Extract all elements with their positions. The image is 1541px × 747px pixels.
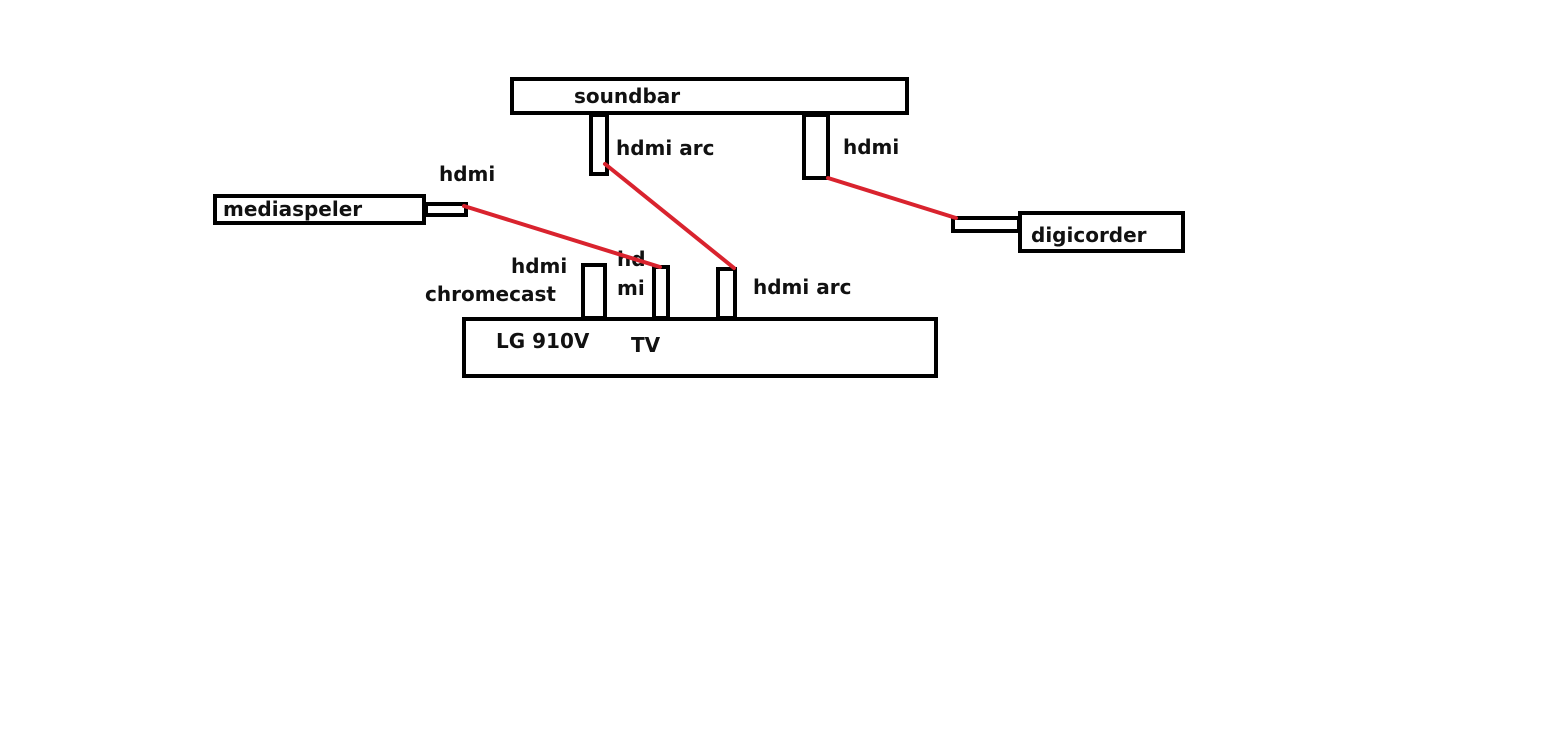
soundbar-hdmi-port [802,113,830,180]
mediaspeler-hdmi-label: hdmi [439,162,496,186]
soundbar-box [510,77,909,115]
mediaspeler-label: mediaspeler [223,197,363,221]
tv-arc-label: hdmi arc [753,275,852,299]
tv-chromecast-hdmi-port [581,263,607,320]
digicorder-hdmi-port [951,216,1021,233]
mediaspeler-hdmi-port [424,202,468,217]
tv-arc-port [716,267,737,320]
chromecast-hdmi-label: hdmi [511,254,568,278]
tv-label: TV [631,333,661,357]
tv-hdmi-port [652,265,670,320]
tv-hdmi-label-line1: hd [617,247,646,271]
soundbar-arc-port [589,113,609,176]
tv-model-label: LG 910V [496,329,590,353]
tv-box [462,317,938,378]
tv-hdmi-label-line2: mi [617,276,645,300]
soundbar-arc-label: hdmi arc [616,136,715,160]
digicorder-label: digicorder [1031,223,1147,247]
chromecast-label: chromecast [425,282,556,306]
mediaspeler-box [213,194,426,225]
digicorder-box [1018,211,1185,253]
soundbar-hdmi-label: hdmi [843,135,900,159]
soundbar-label: soundbar [574,84,681,108]
cable-soundbar-hdmi-to-digicorder [826,176,958,220]
